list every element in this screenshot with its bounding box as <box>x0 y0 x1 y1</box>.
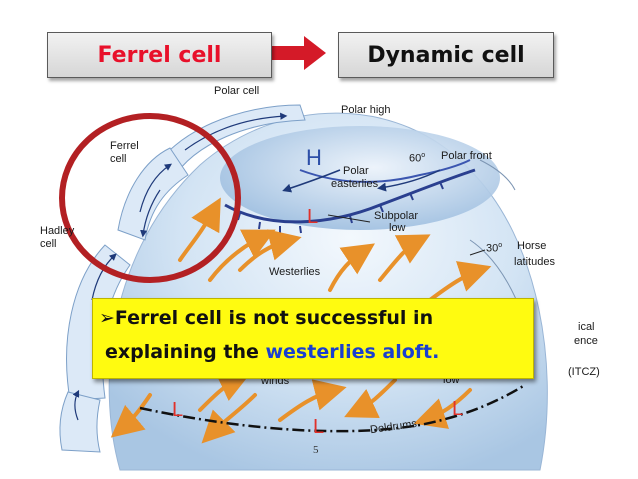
subpolar-low-letter: L <box>307 206 319 228</box>
low-letter-center: L <box>313 416 325 438</box>
callout-line-1: ➢Ferrel cell is not successful in <box>99 307 433 329</box>
tropical-label: ical <box>578 321 595 333</box>
ferrel-cell-box: Ferrel cell <box>47 32 272 78</box>
callout-box: ➢Ferrel cell is not successful in explai… <box>92 298 534 379</box>
hadley-cell-label-2: cell <box>40 238 57 250</box>
callout-line-2: explaining the westerlies aloft. <box>105 341 439 363</box>
thirty-degree-label: 30o <box>486 242 503 255</box>
callout-highlight: westerlies aloft. <box>265 341 440 363</box>
subpolar-low-label: Subpolar <box>374 210 419 222</box>
low-letter-left: L <box>172 399 184 421</box>
high-pressure-letter: H <box>306 145 322 170</box>
callout-text-1: Ferrel cell is not successful in <box>114 307 434 329</box>
polar-easterlies-label-2: easterlies <box>331 178 379 190</box>
arrow-connector <box>272 36 326 70</box>
horse-latitudes-label: Horse <box>517 240 547 252</box>
callout-text-2: explaining the <box>105 341 266 363</box>
polar-front-label: Polar front <box>441 150 492 162</box>
polar-high-label: Polar high <box>341 104 391 116</box>
sixty-degree-label: 60o <box>409 152 426 165</box>
ferrel-cell-label-2: cell <box>110 153 127 165</box>
low-letter-right: L <box>452 398 464 420</box>
polar-front-line <box>224 168 476 224</box>
polar-cap <box>220 126 500 230</box>
hadley-cell-lower-ribbon <box>59 391 101 453</box>
hadley-cell-label: Hadley <box>40 225 75 237</box>
itcz-label: (ITCZ) <box>568 366 600 378</box>
polar-cell-ribbon <box>149 104 306 181</box>
ferrel-cell-ribbon <box>117 147 189 241</box>
convergence-label: ence <box>574 335 598 347</box>
horse-latitudes-label-2: latitudes <box>514 256 555 268</box>
subpolar-low-label-2: low <box>389 222 406 234</box>
polar-cell-label: Polar cell <box>214 85 260 97</box>
page-number: 5 <box>313 444 319 456</box>
westerlies-label: Westerlies <box>269 266 321 278</box>
polar-easterlies-label: Polar <box>343 165 369 177</box>
ferrel-cell-label: Ferrel <box>110 140 139 152</box>
bullet-arrow-icon: ➢ <box>99 307 115 329</box>
itcz-line <box>139 383 526 433</box>
dynamic-cell-box: Dynamic cell <box>338 32 554 78</box>
ferrel-highlight-circle <box>59 113 241 283</box>
